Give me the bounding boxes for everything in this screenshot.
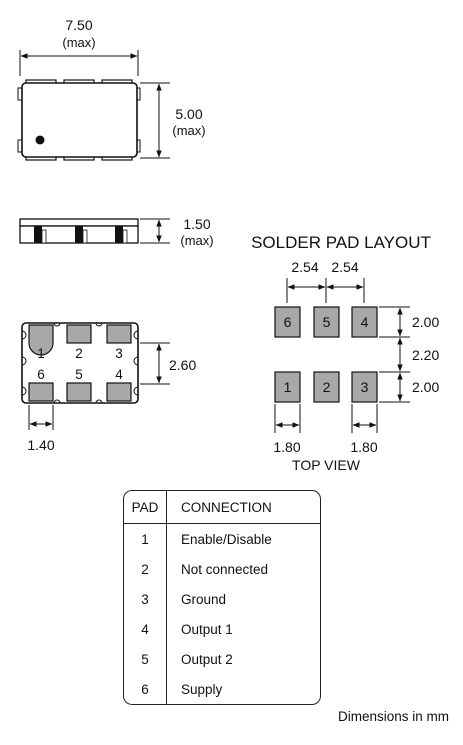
package-pin-label-3: 3 — [115, 346, 123, 361]
package-bottom-view: 1 2 3 6 5 4 2.60 1.40 — [21, 322, 196, 453]
pad-number-cell: 4 — [124, 614, 167, 644]
length-value: 7.50 — [65, 17, 92, 33]
pad-height-top-value: 2.00 — [412, 314, 439, 330]
table-row: 2 Not connected — [124, 554, 320, 584]
pad-column-header: PAD — [124, 491, 167, 524]
solder-pad-1 — [274, 371, 301, 403]
table-row: 6 Supply — [124, 674, 320, 704]
pad-width-value: 1.40 — [27, 437, 54, 453]
table-row: 4 Output 1 — [124, 614, 320, 644]
pad-width-right-value: 1.80 — [350, 439, 377, 455]
connection-cell: Output 1 — [181, 621, 233, 637]
width-value: 5.00 — [175, 106, 202, 122]
units-footnote: Dimensions in mm — [337, 709, 449, 724]
solder-pad-label-4: 4 — [361, 314, 369, 330]
connection-cell: Output 2 — [181, 651, 233, 667]
package-pin-label-4: 4 — [115, 367, 123, 382]
connection-column-header: CONNECTION — [167, 491, 320, 524]
package-pin-label-2: 2 — [75, 346, 83, 361]
package-pin-label-6: 6 — [37, 367, 45, 382]
solder-pad-5 — [313, 306, 340, 338]
solder-pad-label-3: 3 — [361, 379, 369, 395]
connection-cell: Ground — [181, 591, 227, 607]
solder-pad-3 — [351, 371, 378, 403]
solder-pad-2 — [313, 371, 340, 403]
solder-layout-title: SOLDER PAD LAYOUT — [251, 233, 431, 252]
height-note: (max) — [180, 233, 213, 248]
pad-number-cell: 1 — [124, 524, 167, 554]
package-pin-label-1: 1 — [37, 346, 45, 361]
table-row: 1 Enable/Disable — [124, 524, 320, 554]
connection-cell: Enable/Disable — [181, 531, 272, 547]
pad-number-cell: 3 — [124, 584, 167, 614]
pitch-right-value: 2.54 — [331, 259, 358, 275]
pad-width-left-value: 1.80 — [273, 439, 300, 455]
pitch-left-value: 2.54 — [291, 259, 318, 275]
solder-pad-6 — [274, 306, 301, 338]
pin-connection-table: PAD CONNECTION 1 Enable/Disable 2 Not co… — [123, 490, 321, 705]
solder-pad-label-2: 2 — [323, 379, 331, 395]
pad-height-bottom-value: 2.00 — [412, 379, 439, 395]
solder-pad-label-5: 5 — [323, 314, 331, 330]
package-pin-label-5: 5 — [75, 367, 83, 382]
connection-cell: Supply — [181, 681, 223, 697]
package-side-view: 1.50 (max) — [19, 216, 214, 248]
table-header-row: PAD CONNECTION — [124, 491, 320, 524]
width-note: (max) — [172, 123, 205, 138]
connection-cell: Not connected — [181, 561, 269, 577]
solder-pad-label-1: 1 — [284, 379, 292, 395]
package-body — [21, 82, 138, 158]
table-row: 5 Output 2 — [124, 644, 320, 674]
solder-pad-layout: SOLDER PAD LAYOUT 2.54 2.54 6 5 4 1 2 3 … — [251, 233, 439, 473]
height-value: 1.50 — [183, 216, 210, 232]
pad-number-cell: 5 — [124, 644, 167, 674]
pin1-marker-dot — [35, 135, 45, 145]
table-row: 3 Ground — [124, 584, 320, 614]
solder-pad-label-6: 6 — [284, 314, 292, 330]
length-note: (max) — [62, 35, 95, 50]
package-top-view: 7.50 (max) 5.00 (max) — [17, 17, 206, 161]
pad-number-cell: 2 — [124, 554, 167, 584]
solder-pad-4 — [351, 306, 378, 338]
row-gap-value: 2.20 — [412, 347, 439, 363]
top-view-label: TOP VIEW — [292, 457, 361, 473]
pad-number-cell: 6 — [124, 674, 167, 704]
pin-row-spacing-value: 2.60 — [169, 357, 196, 373]
